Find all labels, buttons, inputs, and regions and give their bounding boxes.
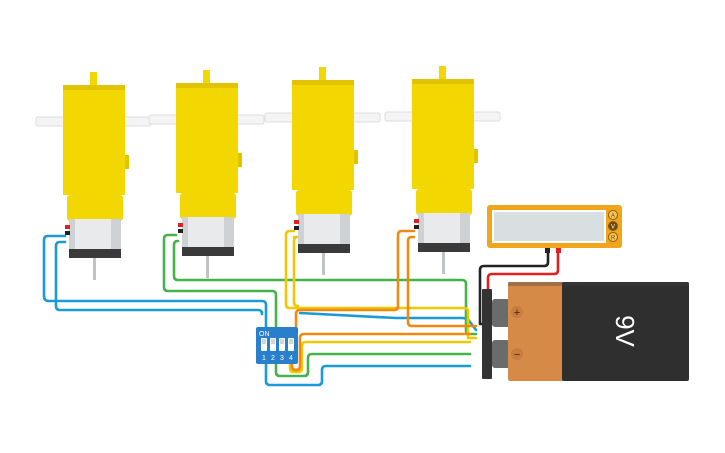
motor-gearbox	[292, 80, 354, 190]
motor-gearbox	[412, 79, 474, 189]
wire-motor4-switch[interactable]	[290, 332, 472, 372]
motor-side-tab	[474, 149, 478, 163]
meter-mode-label: R	[611, 235, 616, 241]
dc-motor[interactable]	[35, 72, 152, 280]
multimeter-probe-black[interactable]	[545, 248, 550, 253]
motor-rear-shaft	[322, 253, 325, 275]
dip-toggle-lever[interactable]	[262, 339, 266, 344]
motor-gearbox	[63, 85, 125, 195]
motor-knob	[203, 70, 210, 85]
motor-terminal-red[interactable]	[414, 219, 419, 223]
meter-mode-button[interactable]	[608, 232, 618, 242]
battery-black-section	[562, 282, 689, 381]
wire-motor1-return[interactable]	[298, 311, 478, 332]
dc-motor[interactable]	[148, 70, 265, 278]
meter-mode-button[interactable]	[608, 210, 618, 220]
multimeter[interactable]: AVR	[487, 205, 622, 253]
dip-position-label: 1	[262, 355, 266, 362]
wire-motor4-left[interactable]	[294, 229, 416, 332]
motor-rear-shaft	[93, 258, 96, 280]
battery-terminal-plus[interactable]	[492, 299, 510, 327]
motor-can-shine	[424, 213, 460, 243]
battery-voltage-label: 9V	[610, 315, 640, 347]
dip-position-label: 4	[289, 355, 293, 362]
motor-gearbox-top	[412, 79, 474, 84]
motor-knob	[90, 72, 97, 87]
dip-position-label: 3	[280, 355, 284, 362]
motor-can-shine	[188, 217, 224, 247]
motor-can-base	[298, 244, 350, 253]
dip-switch-body	[256, 327, 298, 364]
motor-gearbox-top	[63, 85, 125, 90]
wire-motor3-switch[interactable]	[288, 340, 472, 374]
motor-gearbox-top	[176, 83, 238, 88]
wire-motor2-right[interactable]	[172, 239, 478, 336]
motor-terminal-red[interactable]	[178, 223, 183, 227]
motor-collar	[296, 190, 352, 216]
motor-knob	[319, 67, 326, 82]
battery-9v[interactable]: + − 9V	[482, 282, 689, 381]
motor-can-base	[182, 247, 234, 256]
dip-position-label: 2	[271, 355, 275, 362]
wire-motor1-right[interactable]	[54, 240, 264, 316]
meter-mode-label: A	[611, 213, 615, 219]
motor-knob	[439, 66, 446, 81]
dip-switch-on-label: ON	[259, 331, 270, 338]
wire-meter-red[interactable]	[486, 248, 560, 314]
motor-can-shine	[304, 214, 340, 244]
wire-motor3-right[interactable]	[292, 235, 300, 308]
dip-toggle-lever[interactable]	[271, 339, 275, 344]
motor-collar	[67, 195, 123, 221]
wires	[42, 229, 560, 387]
minus-icon-bg	[511, 348, 523, 360]
motor-collar	[416, 189, 472, 215]
battery-orange-section	[508, 282, 564, 381]
motor-rear-shaft	[206, 256, 209, 278]
motor-side-tab	[125, 155, 129, 169]
battery-plus-label: +	[514, 307, 520, 319]
motor-can-shine	[75, 219, 111, 249]
motor-can-base	[69, 249, 121, 258]
multimeter-probe-red[interactable]	[556, 248, 561, 253]
motor-terminal-black[interactable]	[294, 226, 299, 230]
dc-motor[interactable]	[384, 66, 501, 274]
wire-meter-black[interactable]	[478, 248, 550, 326]
wire-motor3-left[interactable]	[284, 229, 478, 340]
battery-clip	[482, 289, 492, 379]
motor-terminal-black[interactable]	[65, 231, 70, 235]
motor-gearbox	[176, 83, 238, 193]
motor-gearbox-top	[292, 80, 354, 85]
plus-icon-bg	[511, 306, 523, 318]
wire-motor2-left[interactable]	[162, 233, 472, 378]
motor-side-tab	[354, 150, 358, 164]
dip-toggle-lever[interactable]	[289, 339, 293, 344]
battery-top-band	[508, 282, 689, 286]
motor-side-tab	[238, 153, 242, 167]
motor-terminal-black[interactable]	[414, 225, 419, 229]
motor-terminal-red[interactable]	[294, 220, 299, 224]
dip-toggle-lever[interactable]	[280, 339, 284, 344]
motor-rear-shaft	[442, 252, 445, 274]
motor-terminal-black[interactable]	[178, 229, 183, 233]
motor-can-base	[418, 243, 470, 252]
dc-motor[interactable]	[264, 67, 381, 275]
motor-terminal-red[interactable]	[65, 225, 70, 229]
battery-minus-label: −	[514, 349, 520, 361]
wire-motor4-right[interactable]	[406, 235, 478, 328]
motor-group	[35, 66, 501, 280]
meter-mode-button[interactable]	[608, 221, 618, 231]
motor-collar	[180, 193, 236, 219]
meter-mode-label: V	[611, 224, 615, 230]
battery-terminal-minus[interactable]	[492, 340, 510, 368]
multimeter-screen	[492, 210, 606, 243]
